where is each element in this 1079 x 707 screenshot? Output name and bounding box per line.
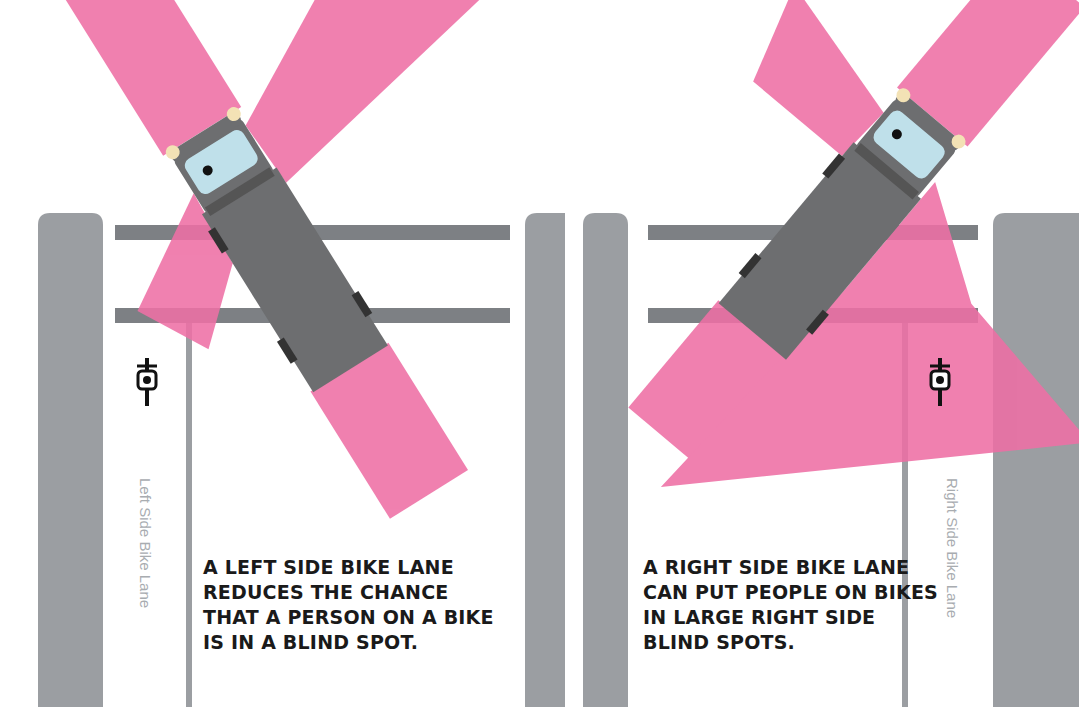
lane-label: Left Side Bike Lane xyxy=(137,478,154,608)
caption-note: A LEFT SIDE BIKE LANE REDUCES THE CHANCE… xyxy=(203,555,503,655)
lane-label: Right Side Bike Lane xyxy=(944,478,961,618)
caption-note: A RIGHT SIDE BIKE LANE CAN PUT PEOPLE ON… xyxy=(643,555,943,655)
